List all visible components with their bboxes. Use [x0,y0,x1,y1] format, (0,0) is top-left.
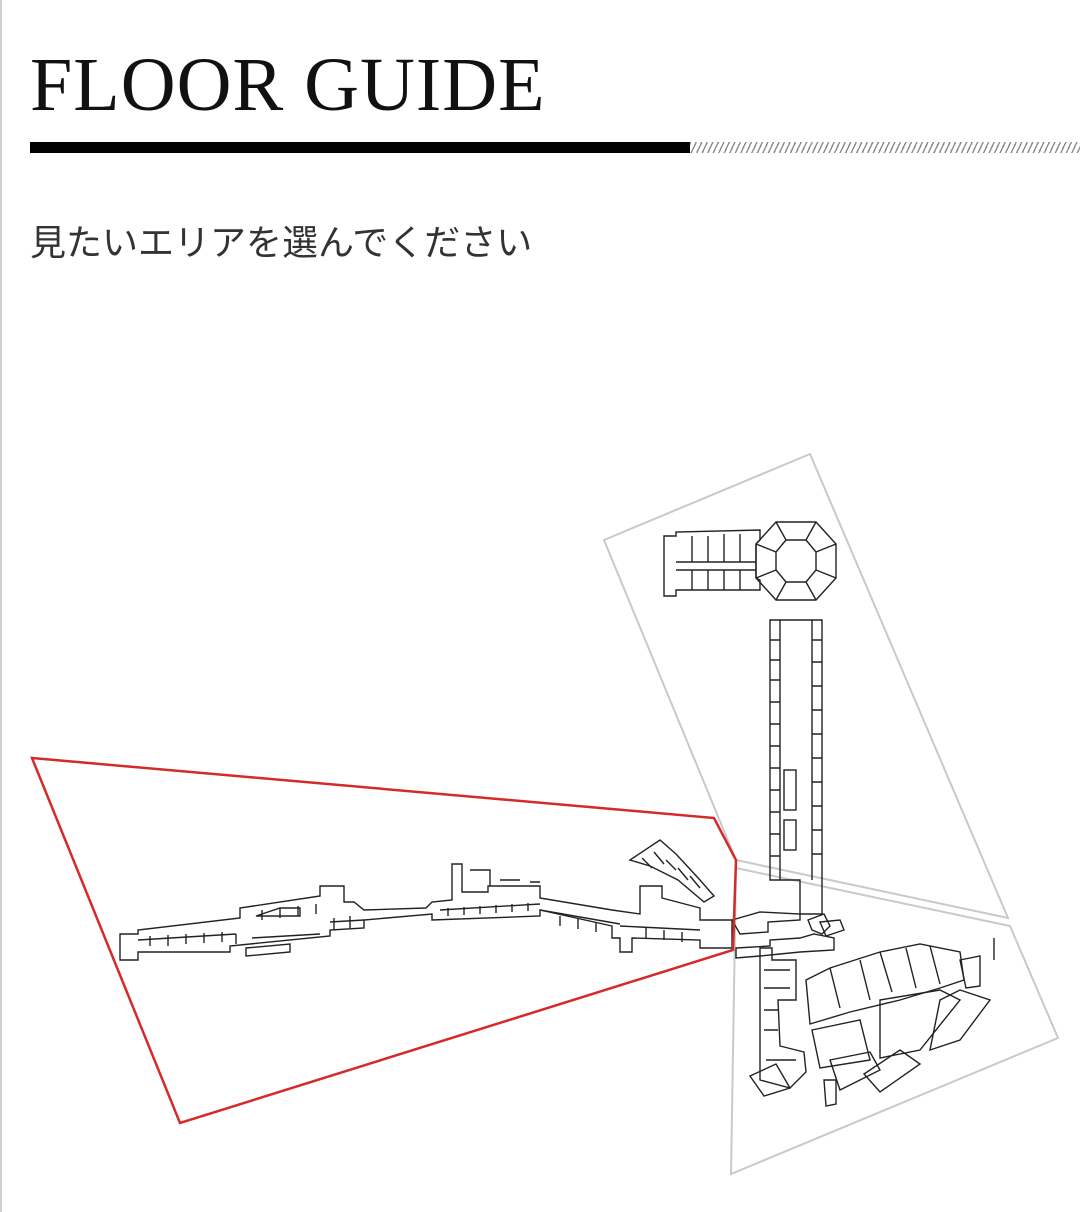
title-underline-hatch [690,142,1080,153]
title-underline [30,142,690,153]
left-edge-divider [0,0,2,1212]
area-north[interactable] [602,452,1010,920]
floor-map [0,440,1080,1212]
floor-plan-map-icon [30,452,1060,1176]
area-east[interactable] [729,866,1060,1176]
floor-plan-drawing [119,521,995,1107]
instruction-text: 見たいエリアを選んでください [30,223,533,264]
area-west-selected[interactable] [30,756,738,1125]
page-title: FLOOR GUIDE [30,43,546,127]
